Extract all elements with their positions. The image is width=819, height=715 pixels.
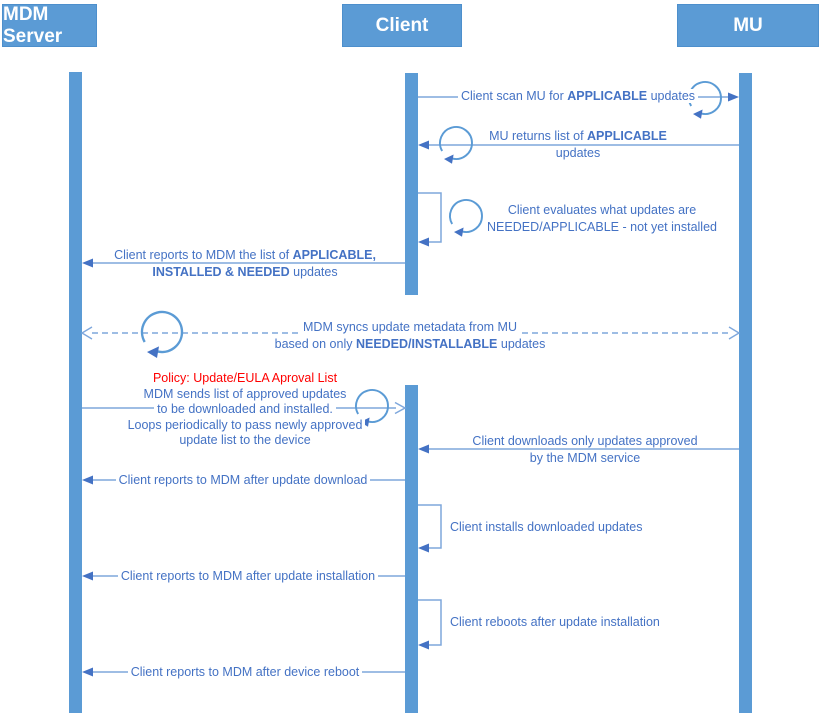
- loop-icon-sync: [140, 310, 184, 360]
- label-returns: MU returns list of APPLICABLE updates: [418, 128, 738, 162]
- label-line: Client evaluates what updates are: [504, 203, 700, 217]
- label-download: Client downloads only updates approved b…: [425, 433, 745, 467]
- label-line: based on only NEEDED/INSTALLABLE updates: [271, 337, 549, 351]
- actor-client: Client: [342, 4, 462, 47]
- lifeline-mdm-server: [69, 72, 82, 713]
- label-evaluate: Client evaluates what updates are NEEDED…: [442, 202, 762, 236]
- label-install: Client installs downloaded updates: [450, 520, 643, 534]
- label-line: Client downloads only updates approved: [469, 434, 701, 448]
- label-line: update list to the device: [176, 433, 314, 447]
- label-policy: Policy: Update/EULA Aproval List MDM sen…: [85, 371, 405, 449]
- label-line: NEEDED/APPLICABLE - not yet installed: [484, 220, 720, 234]
- arrow-evaluate-self: [418, 192, 442, 247]
- lifeline-client-upper: [405, 73, 418, 295]
- label-line: INSTALLED & NEEDED updates: [149, 265, 341, 279]
- label-line: to be downloaded and installed.: [154, 402, 336, 416]
- label-line: MDM syncs update metadata from MU: [300, 320, 520, 334]
- arrow-report-list: [82, 258, 405, 268]
- label-report-reboot: Client reports to MDM after device reboo…: [85, 664, 405, 681]
- arrow-install-self: [418, 504, 442, 553]
- arrow-download: [418, 444, 739, 454]
- arrow-returns: [418, 140, 739, 150]
- label-line: MDM sends list of approved updates: [140, 386, 350, 401]
- arrow-sync-dashed: [80, 326, 741, 340]
- actor-mdm-server: MDM Server: [2, 4, 97, 47]
- label-line: updates: [552, 146, 604, 160]
- label-line: Client scan MU for APPLICABLE updates: [457, 89, 699, 103]
- arrow-reboot-self: [418, 599, 442, 650]
- policy-title: Policy: Update/EULA Aproval List: [149, 371, 341, 385]
- label-report-install: Client reports to MDM after update insta…: [88, 568, 408, 585]
- label-line: Client reports to MDM after update insta…: [117, 569, 379, 583]
- label-report-list: Client reports to MDM the list of APPLIC…: [85, 247, 405, 281]
- actor-mu: MU: [677, 4, 819, 47]
- label-scan: Client scan MU for APPLICABLE updates: [418, 88, 738, 105]
- label-line: Client reports to MDM the list of APPLIC…: [111, 248, 379, 262]
- label-reboot: Client reboots after update installation: [450, 615, 660, 629]
- lifeline-client-lower: [405, 385, 418, 713]
- label-report-download: Client reports to MDM after update downl…: [83, 472, 403, 489]
- lifeline-mu: [739, 73, 752, 713]
- label-line: MU returns list of APPLICABLE: [486, 129, 670, 143]
- label-sync: MDM syncs update metadata from MU based …: [250, 319, 570, 353]
- label-line: Loops periodically to pass newly approve…: [124, 417, 366, 432]
- label-line: Client reports to MDM after device reboo…: [127, 665, 363, 679]
- label-line: by the MDM service: [526, 451, 644, 465]
- label-line: Client reports to MDM after update downl…: [115, 473, 371, 487]
